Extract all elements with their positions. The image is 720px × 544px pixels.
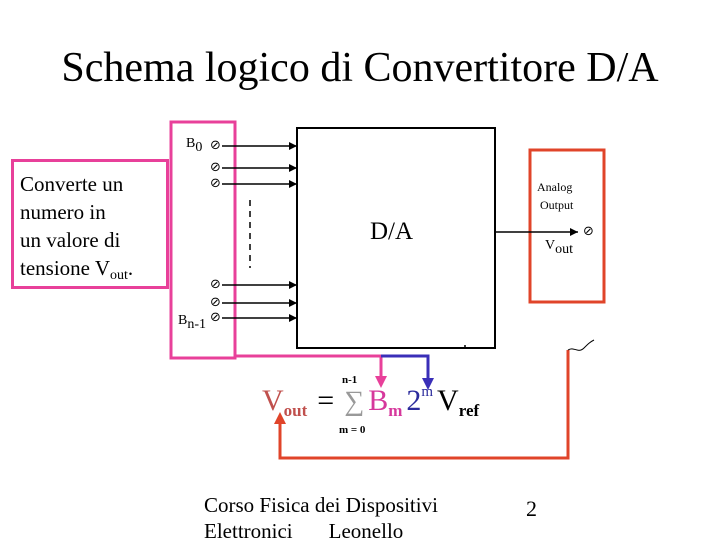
da-block-label: D/A bbox=[370, 218, 414, 245]
dot-mark bbox=[464, 345, 466, 347]
pin-symbol-1: ⊘ bbox=[210, 160, 221, 175]
sigma-symbol: ∑ bbox=[344, 386, 365, 417]
slide-number: 2 bbox=[526, 496, 537, 521]
input-lines-top bbox=[222, 145, 297, 319]
pin-symbol-5: ⊘ bbox=[210, 310, 221, 325]
da-block bbox=[296, 127, 496, 349]
pin-symbol-2: ⊘ bbox=[210, 176, 221, 191]
note-line-4: tensione Vout. bbox=[20, 256, 134, 283]
output-box bbox=[528, 148, 606, 304]
input-label-bn1: Bn-1 bbox=[178, 313, 207, 332]
input-arrows bbox=[289, 142, 297, 322]
note-line-2: numero in bbox=[20, 200, 106, 224]
input-bus-box bbox=[169, 120, 237, 360]
description-box: Converte un numero in un valore di tensi… bbox=[11, 159, 169, 289]
slide-title: Schema logico di Convertitore D/A bbox=[61, 45, 659, 91]
bus-pink bbox=[235, 354, 383, 380]
pin-symbol-3: ⊘ bbox=[210, 277, 221, 292]
sum-lower-limit: m = 0 bbox=[339, 424, 366, 436]
note-line-3: un valore di bbox=[20, 228, 121, 252]
sum-upper-limit: n-1 bbox=[342, 374, 358, 386]
output-title-1: Analog bbox=[537, 180, 573, 194]
input-label-b0: B0 bbox=[186, 136, 203, 155]
pin-symbol-0: ⊘ bbox=[210, 138, 221, 153]
bus-blue bbox=[381, 354, 430, 384]
footer-text: Corso Fisica dei Dispositivi Elettronici… bbox=[204, 493, 438, 543]
pin-symbol-4: ⊘ bbox=[210, 295, 221, 310]
output-v-label: Vout bbox=[545, 238, 574, 257]
pin-symbol-out: ⊘ bbox=[583, 224, 594, 239]
note-line-1: Converte un bbox=[20, 172, 124, 196]
feedback-path bbox=[278, 350, 570, 460]
wave-symbol bbox=[567, 339, 595, 351]
dac-formula: Vout = ∑ Bm 2m Vref bbox=[262, 384, 480, 420]
output-title-2: Output bbox=[540, 198, 574, 212]
